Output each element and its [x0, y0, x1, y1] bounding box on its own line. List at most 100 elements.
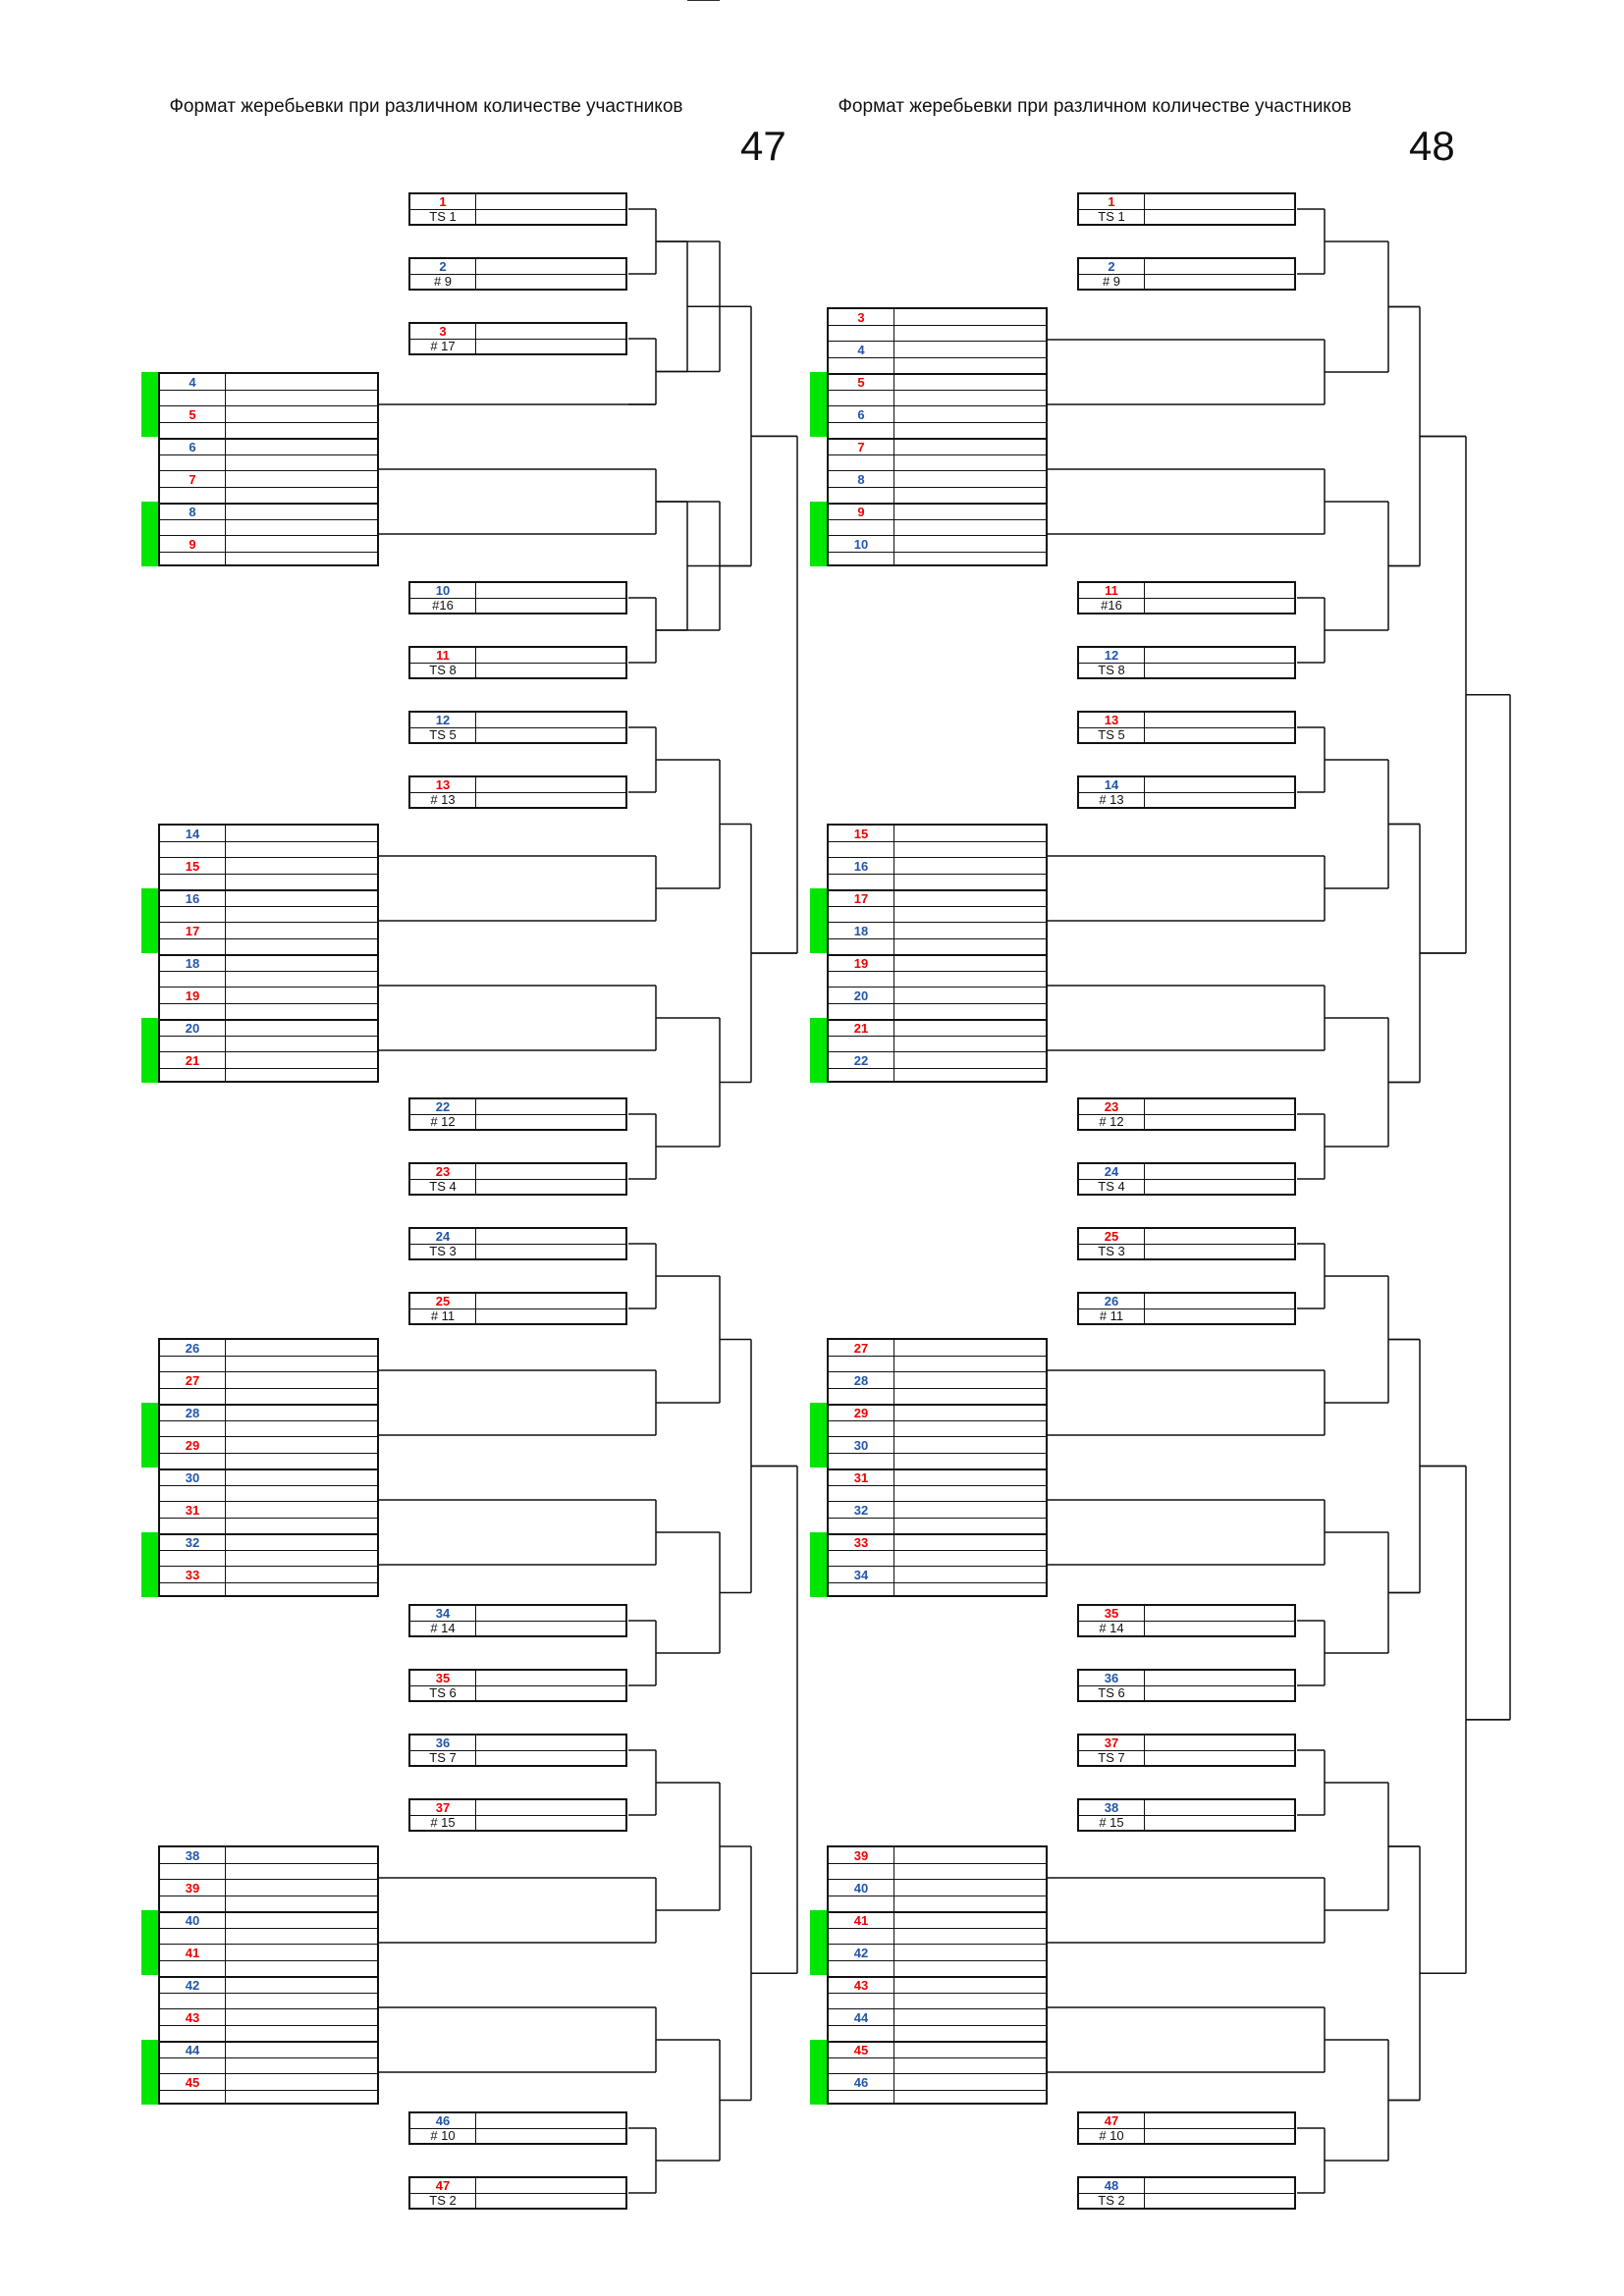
group-row-line [829, 1002, 1046, 1004]
group-row-line [829, 873, 1046, 875]
participant-slot[interactable]: 2# 9 [1077, 257, 1296, 291]
slot-divider [1079, 727, 1294, 728]
group-row-line [829, 2041, 1046, 2043]
slot-divider [1079, 1114, 1294, 1115]
green-marker [810, 1018, 827, 1083]
seed-label: # 9 [433, 274, 453, 289]
group-row-line [829, 1501, 1046, 1502]
participant-slot[interactable]: 11#16 [1077, 581, 1296, 614]
green-marker [141, 1403, 158, 1468]
seed-label: # 13 [430, 792, 456, 807]
slot-number: 2 [439, 259, 447, 274]
slot-divider [410, 274, 625, 275]
seed-label: #16 [432, 598, 454, 613]
seed-label: TS 3 [1098, 1244, 1125, 1258]
group-row-line [160, 551, 377, 553]
slot-number: 35 [435, 1671, 451, 1685]
group-number: 27 [853, 1341, 869, 1356]
bracket-title: Формат жеребьевки при различном количест… [838, 96, 1352, 117]
green-marker [141, 1910, 158, 1975]
participant-slot[interactable]: 47# 10 [1077, 2111, 1296, 2145]
group-number: 16 [185, 891, 200, 906]
participant-slot[interactable]: 3# 17 [408, 322, 627, 355]
group-row-line [160, 1927, 377, 1929]
slot-number: 24 [1104, 1164, 1119, 1179]
seed-label: TS 6 [429, 1685, 457, 1700]
group-number: 30 [185, 1470, 200, 1485]
participant-slot[interactable]: 35# 14 [1077, 1604, 1296, 1637]
participant-slot[interactable]: 13# 13 [408, 775, 627, 809]
group-row-line [160, 1976, 377, 1978]
group-number: 43 [185, 2010, 200, 2025]
participant-slot[interactable]: 26# 11 [1077, 1292, 1296, 1325]
group-row-line [160, 470, 377, 471]
participant-slot[interactable]: 46# 10 [408, 2111, 627, 2145]
seed-label: # 15 [1099, 1815, 1124, 1830]
participant-slot[interactable]: 23# 12 [1077, 1097, 1296, 1131]
group-row-line [829, 486, 1046, 488]
participant-slot[interactable]: 34# 14 [408, 1604, 627, 1637]
slot-number: 36 [1104, 1671, 1119, 1685]
seed-label: TS 2 [1098, 2193, 1125, 2208]
group-number: 15 [853, 827, 869, 841]
participant-slot[interactable]: 25# 11 [408, 1292, 627, 1325]
group-row-line [160, 405, 377, 406]
seed-label: TS 7 [429, 1750, 457, 1765]
group-row-line [160, 1911, 377, 1913]
group-row-line [160, 1549, 377, 1551]
slot-divider [410, 339, 625, 340]
group-row-line [160, 857, 377, 858]
seed-label: # 17 [430, 339, 456, 353]
group-row-line [829, 1051, 1046, 1052]
group-row-line [829, 922, 1046, 923]
group-number: 14 [185, 827, 200, 841]
group-number: 3 [857, 310, 865, 325]
group-row-line [829, 1959, 1046, 1961]
slot-divider [1079, 274, 1294, 275]
participant-slot[interactable]: 22# 12 [408, 1097, 627, 1131]
group-row-line [829, 518, 1046, 520]
group-number: 41 [853, 1913, 869, 1928]
group-number: 18 [185, 956, 200, 971]
group-row-line [160, 1355, 377, 1357]
participant-slot[interactable]: 38# 15 [1077, 1798, 1296, 1832]
participant-slot[interactable]: 2# 9 [408, 257, 627, 291]
participant-slot[interactable]: 14# 13 [1077, 775, 1296, 809]
group-row-line [829, 2073, 1046, 2074]
participant-slot[interactable]: 10#16 [408, 581, 627, 614]
group-number: 8 [189, 505, 196, 519]
group-row-line [160, 1468, 377, 1470]
participant-slot[interactable]: 37# 15 [408, 1798, 627, 1832]
group-row-line [829, 1355, 1046, 1357]
slot-divider [410, 727, 625, 728]
group-row-line [829, 889, 1046, 891]
group-number: 45 [853, 2043, 869, 2057]
group-number: 46 [853, 2075, 869, 2090]
group-number: 18 [853, 924, 869, 938]
slot-number: 37 [435, 1800, 451, 1815]
